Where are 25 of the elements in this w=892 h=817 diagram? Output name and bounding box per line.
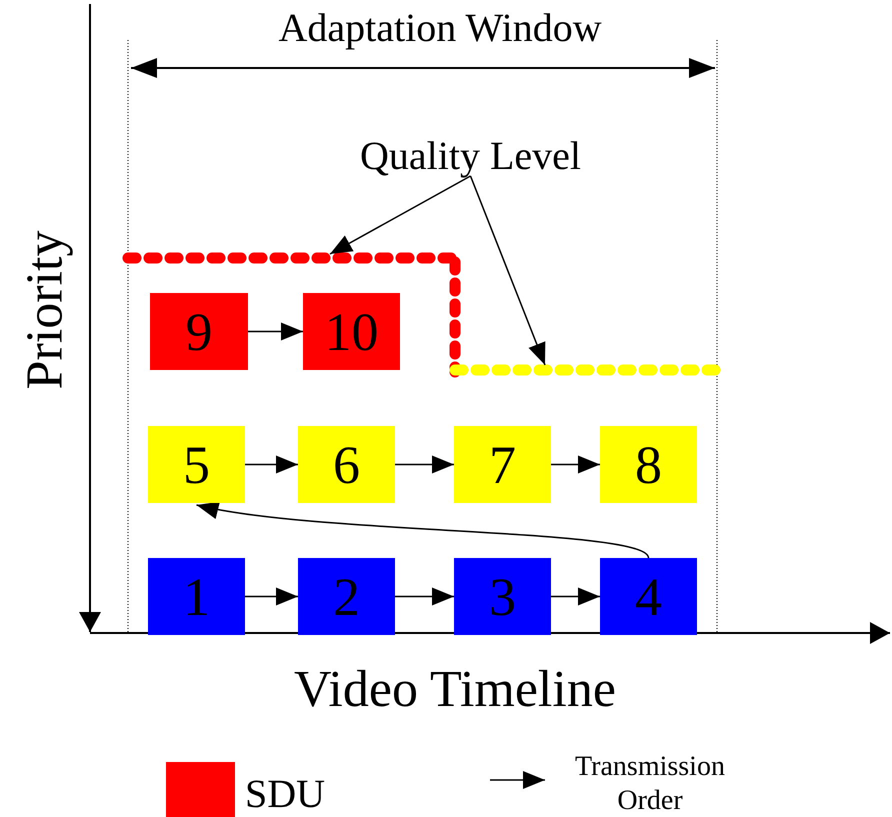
sdu-box: 7 bbox=[454, 426, 551, 503]
arrow bbox=[245, 588, 298, 606]
sdu-box: 1 bbox=[148, 558, 245, 635]
legend-text: Transmission Order bbox=[574, 750, 726, 817]
sdu-box: 5 bbox=[148, 426, 245, 503]
arrow bbox=[245, 456, 298, 474]
sdu-box: 8 bbox=[600, 426, 697, 503]
window-title: Adaptation Window bbox=[278, 8, 602, 48]
sdu-box: 9 bbox=[150, 293, 248, 370]
arrow bbox=[248, 322, 303, 340]
sdu-box: 4 bbox=[600, 558, 697, 635]
axis-title: Priority bbox=[18, 230, 71, 390]
leader-line bbox=[330, 175, 471, 255]
arrow bbox=[395, 588, 454, 606]
arrow bbox=[395, 456, 454, 474]
axis-title: Video Timeline bbox=[294, 664, 616, 716]
sdu-box: 10 bbox=[303, 293, 400, 370]
sdu-box: 2 bbox=[298, 558, 395, 635]
sdu-box: 3 bbox=[454, 558, 551, 635]
arrow bbox=[551, 456, 600, 474]
leader-line bbox=[470, 176, 546, 366]
sdu-box: 6 bbox=[298, 426, 395, 503]
legend-text: SDU bbox=[245, 774, 326, 814]
arrow bbox=[551, 588, 600, 606]
callout-text: Quality Level bbox=[360, 136, 582, 176]
